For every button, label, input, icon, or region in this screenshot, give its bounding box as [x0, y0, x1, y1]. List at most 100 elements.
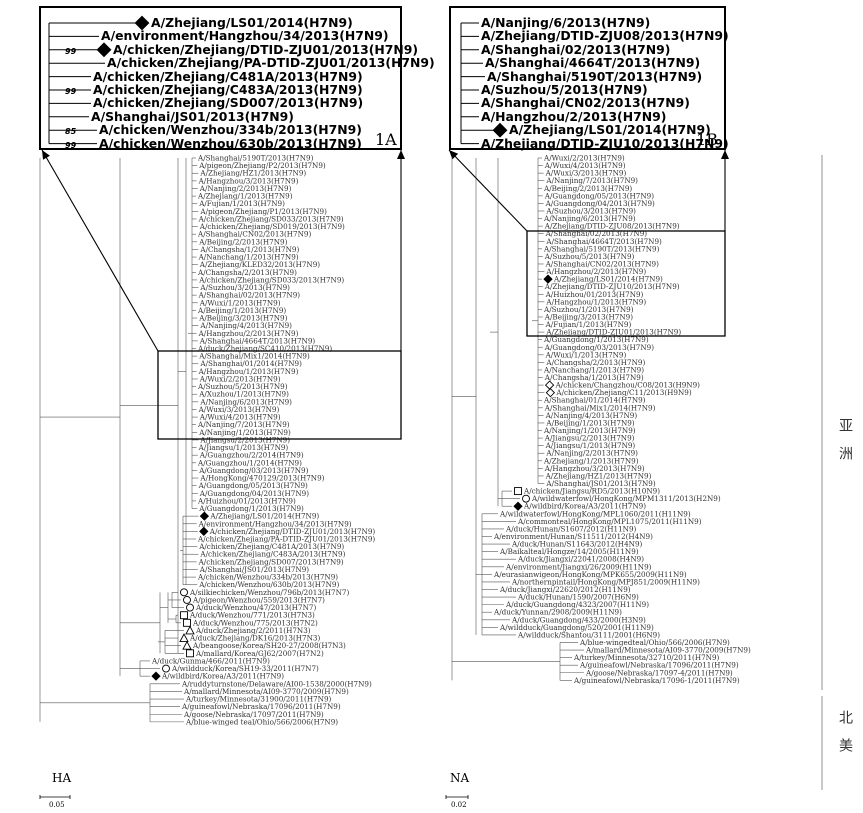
leaf-label: A/Shanghai/CN02/2013(H7N9) [545, 259, 659, 268]
leaf-label: A/Nanjing/2/2013(H7N9) [545, 449, 638, 458]
inset-bootstrap-value: 99 [65, 140, 77, 150]
leaf-label: A/Shanghai/JS01/2013(H7N9) [199, 565, 309, 574]
leaf-marker-icon [183, 596, 191, 604]
leaf-label: A/Suzhou/5/2013(H7N9) [544, 252, 635, 261]
leaf-label: A/Guangdong/04/2013(H7N9) [545, 199, 655, 208]
leaf-label: A/Wuxi/2/2013(H7N9) [199, 374, 281, 383]
leaf-label: A/Nanjing/7/2013(H7N9) [197, 420, 290, 429]
leaf-label: A/environment/Hunan/S11511/2012(H4N9) [493, 532, 653, 541]
inset-strain-label: A/chicken/Wenzhou/334b/2013(H7N9) [99, 122, 362, 138]
leaf-label: A/chicken/Zhejiang/SD019/2013(H7N9) [199, 222, 345, 231]
leaf-label: A/eurasianwigeon/HongKong/MPK655/2009(H1… [493, 570, 687, 579]
leaf-label: A/Hangzhou/3/2013(H7N9) [198, 176, 299, 185]
leaf-label: A/Suzhou/5/2013(H7N9) [197, 382, 288, 391]
inset-bootstrap-value: 85 [65, 127, 77, 137]
scale-label: 0.05 [49, 801, 65, 809]
leaf-marker-icon [182, 640, 192, 650]
leaf-label: A/HongKong/470129/2013(H7N9) [199, 474, 324, 483]
leaf-label: A/Beijing/3/2013(H7N9) [198, 314, 287, 323]
leaf-label: A/commonteal/HongKong/MPL1075/2011(H11N9… [517, 517, 702, 526]
inset-strain-label: A/chicken/Zhejiang/PA-DTID-ZJU01/2013(H7… [107, 55, 435, 71]
inset-bootstrap-value: 99 [65, 87, 77, 96]
leaf-label: A/Xuzhou/1/2013(H7N9) [198, 390, 289, 399]
leaf-marker-icon [543, 274, 553, 284]
leaf-marker-icon [544, 380, 555, 390]
leaf-label: A/chicken/Zhejiang/C11/2013(H9N9) [555, 388, 691, 397]
ha-inset-1a: A/Zhejiang/LS01/2014(H7N9)A/environment/… [39, 6, 435, 150]
leaf-label: A/Zhejiang/HZ1/2013(H7N9) [199, 169, 306, 178]
inset-marker-icon [492, 122, 508, 138]
leaf-label: A/Wuxi/3/2013(H7N9) [198, 405, 280, 414]
leaf-label: A/Fujian/1/2013(H7N9) [198, 199, 285, 208]
na-arrow-left [448, 149, 528, 232]
leaf-label: A/Suzhou/3/2013(H7N9) [199, 283, 290, 292]
leaf-label: A/Guangdong/04/2013(H7N9) [199, 489, 309, 498]
leaf-label: A/Changsha/2/2013(H7N9) [197, 268, 297, 277]
leaf-label: A/beangoose/Korea/SH20-27/2008(H7N3) [192, 641, 346, 650]
leaf-label: A/Shanghai/02/2013(H7N9) [198, 291, 301, 300]
leaf-label: A/turkey/Minnesota/31900/2011(H7N9) [185, 695, 332, 704]
leaf-label: A/Zhejiang/1/2013(H7N9) [543, 456, 639, 465]
na-inset-1b: A/Nanjing/6/2013(H7N9)A/Zhejiang/DTID-ZJ… [449, 6, 729, 150]
leaf-label: A/wildduck/Korea/SH19-33/2011(H7N7) [171, 664, 319, 673]
leaf-label: A/duck/Jiangxi/22620/2012(H11N9) [499, 585, 631, 594]
leaf-label: A/Nanchang/1/2013(H7N9) [543, 365, 644, 374]
leaf-label: A/Wuxi/2/2013(H7N9) [543, 154, 625, 163]
inset-marker-icon [134, 15, 150, 31]
leaf-label: A/Shanghai/01/2014(H7N9) [543, 396, 646, 405]
leaf-label: A/Shanghai/Mix1/2014(H7N9) [198, 352, 310, 361]
leaf-label: A/Changsha/2/2013(H7N9) [545, 358, 645, 367]
leaf-label: A/wildduck/Shantou/3111/2001(H6N9) [517, 630, 660, 639]
leaf-label: A/Huizhou/01/2013(H7N9) [197, 496, 296, 505]
leaf-label: A/Guangdong/05/2013(H7N9) [544, 191, 654, 200]
leaf-label: A/Wuxi/1/2013(H7N9) [545, 350, 627, 359]
leaf-label: A/wildduck/Guangdong/520/2001(H11N9) [499, 623, 654, 632]
leaf-label: A/Nanjing/6/2013(H7N9) [543, 214, 636, 223]
leaf-label: A/Zhejiang/DTID-ZJU01/2013(H7N9) [545, 328, 681, 337]
leaf-label: A/Zhejiang/KLED32/2013(H7N9) [199, 260, 320, 269]
inset-strain-label: A/Nanjing/6/2013(H7N9) [481, 15, 651, 30]
leaf-label: A/Nanjing/1/2013(H7N9) [198, 428, 291, 437]
leaf-label: A/Jiangsu/1/2013(H7N9) [545, 441, 636, 450]
ha-highlight-box [157, 350, 402, 440]
leaf-label: A/blue-wingedteal/Ohio/566/2006(H7N9) [579, 638, 730, 647]
inset-strain-label: A/Zhejiang/LS01/2014(H7N9) [151, 15, 353, 30]
leaf-label: A/duck/Wenzhou/771/2013(H7N3) [189, 611, 315, 620]
inset-strain-label: A/chicken/Zhejiang/C481A/2013(H7N9) [93, 68, 363, 84]
leaf-marker-icon [513, 501, 523, 511]
leaf-label: A/Guangdong/03/2013(H7N9) [198, 466, 308, 475]
leaf-label: A/Baikalteal/Hongze/14/2005(H11N9) [499, 547, 639, 556]
leaf-label: A/chicken/Jiangsu/RD5/2013(H10N9) [523, 487, 660, 496]
ha-arrow-right-head [397, 150, 405, 159]
leaf-label: A/Guangzhou/2/2014(H7N9) [199, 451, 304, 460]
leaf-label: A/Guangdong/1/2013(H7N9) [198, 504, 304, 513]
leaf-label: A/duck/Wenzhou/47/2013(H7N7) [195, 603, 316, 612]
leaf-marker-icon [151, 671, 161, 681]
leaf-label: A/guineafowl/Nebraska/17096/2011(H7N9) [181, 702, 341, 711]
na-tree-canvas: A/Wuxi/2/2013(H7N9)A/Wuxi/4/2013(H7N9) A/… [445, 149, 823, 809]
leaf-label: A/Suzhou/3/2013(H7N9) [545, 206, 636, 215]
leaf-label: A/chicken/Zhejiang/SD007/2013(H7N9) [198, 557, 344, 566]
leaf-label: A/Suzhou/1/2013(H7N9) [543, 305, 634, 314]
tree-branches [39, 157, 199, 723]
leaf-label: A/wildwaterfowl/HongKong/MPM1311/2013(H2… [531, 494, 721, 503]
leaf-label: A/duck/Zhejiang/DK16/2013(H7N3) [189, 634, 320, 643]
leaf-label: A/northernpintail/HongKong/MPJ851/2009(H… [511, 577, 700, 586]
leaf-marker-icon [522, 494, 530, 503]
leaf-label: A/guineafowl/Nebraska/17096-1/2011(H7N9) [573, 676, 740, 685]
leaf-label: A/pigeon/Wenzhou/559/2013(H7N7) [192, 595, 325, 604]
leaf-label: A/turkey/Minnesota/32710/2011(H7N9) [573, 653, 720, 662]
leaf-label: A/Wuxi/4/2013(H7N9) [544, 161, 626, 170]
leaf-label: A/chicken/Zhejiang/C483A/2013(H7N9) [199, 550, 345, 559]
inset-marker-icon [96, 42, 112, 58]
leaf-label: A/Guangdong/03/2013(H7N9) [544, 343, 654, 352]
leaf-label: A/chicken/Wenzhou/630b/2013(H7N9) [198, 580, 339, 589]
inset-tree-lines [48, 15, 150, 145]
leaf-label: A/mallard/Minnesota/AI09-3770/2009(H7N9) [585, 646, 751, 655]
ha-tree-canvas: A/Shanghai/5190T/2013(H7N9)A/pigeon/Zhej… [39, 149, 405, 809]
leaf-label: A/Shanghai/4664T/2013(H7N9) [545, 237, 662, 246]
na-tree-panel: A/Wuxi/2/2013(H7N9)A/Wuxi/4/2013(H7N9) A/… [432, 0, 863, 813]
inset-strain-label: A/Shanghai/02/2013(H7N9) [481, 41, 671, 57]
leaf-label: A/duck/Hunan/S1607/2012(H11N9) [505, 524, 637, 533]
leaf-marker-icon [162, 664, 170, 673]
